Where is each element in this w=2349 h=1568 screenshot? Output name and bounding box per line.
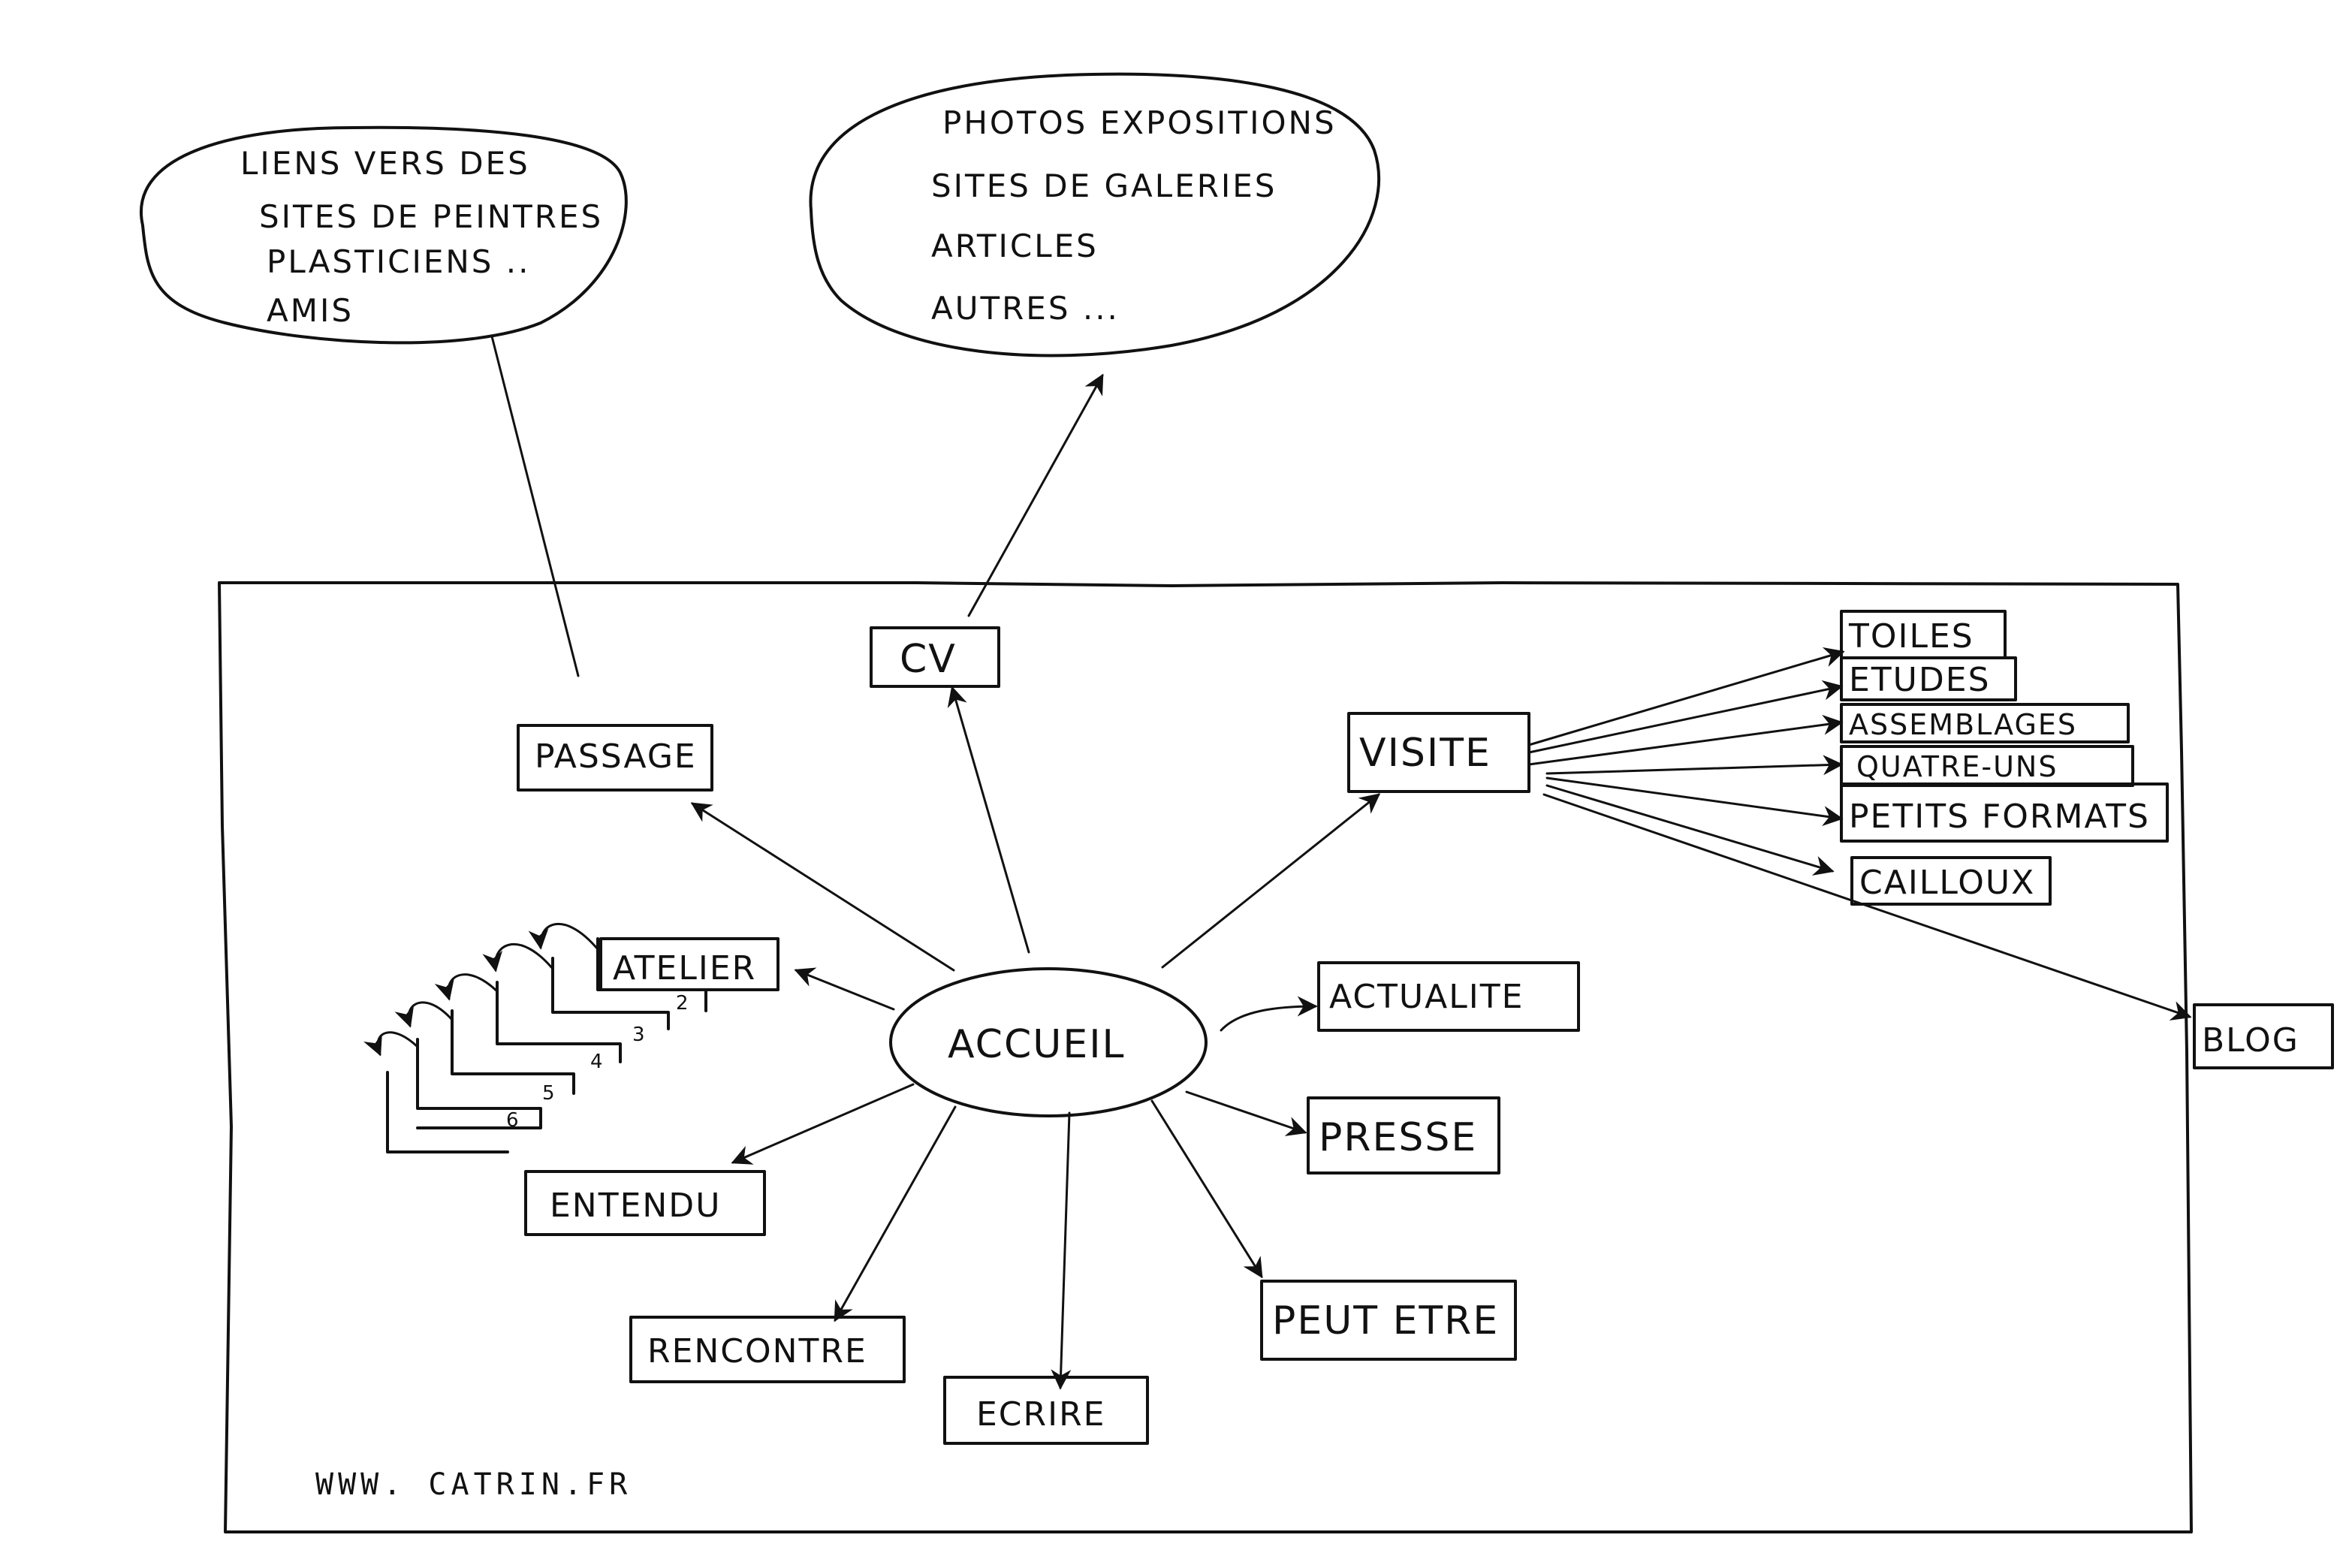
atelier-page-2: 2	[676, 992, 689, 1015]
node-actualite[interactable]: ACTUALITE	[1317, 961, 1580, 1032]
node-presse[interactable]: PRESSE	[1307, 1096, 1500, 1174]
cloud-links-line-3: PLASTICIENS ..	[267, 243, 531, 280]
node-peut-etre[interactable]: PEUT ETRE	[1260, 1280, 1517, 1361]
node-actualite-label: ACTUALITE	[1329, 978, 1524, 1016]
node-accueil-label: ACCUEIL	[948, 1022, 1126, 1067]
node-atelier[interactable]: ATELIER 2 3 4 5 6	[363, 923, 779, 1153]
node-cv[interactable]: CV	[870, 626, 1000, 688]
visite-connectors	[1527, 647, 2192, 1021]
atelier-page-5: 5	[542, 1082, 555, 1105]
node-cailloux[interactable]: CAILLOUX	[1850, 856, 2052, 906]
node-petits-formats-label: PETITS FORMATS	[1849, 798, 2150, 836]
node-passage-label: PASSAGE	[535, 737, 697, 776]
node-ecrire[interactable]: ECRIRE	[943, 1376, 1149, 1445]
node-quatre-uns[interactable]: QUATRE-UNS	[1840, 745, 2134, 787]
node-entendu[interactable]: ENTENDU	[524, 1170, 766, 1236]
node-presse-label: PRESSE	[1319, 1115, 1477, 1160]
cloud-cv-line-2: SITES DE GALERIES	[931, 167, 1277, 204]
atelier-page-3: 3	[632, 1024, 645, 1046]
site-url: WWW. CATRIN.FR	[315, 1467, 632, 1502]
node-assemblages-label: ASSEMBLAGES	[1849, 708, 2077, 741]
node-etudes[interactable]: ETUDES	[1840, 656, 2017, 701]
cloud-links-line-1: LIENS VERS DES	[240, 145, 530, 182]
node-toiles[interactable]: TOILES	[1840, 610, 2007, 659]
node-toiles-label: TOILES	[1848, 617, 1974, 656]
node-atelier-label: ATELIER	[613, 949, 756, 988]
node-entendu-label: ENTENDU	[550, 1187, 721, 1225]
cloud-links-line-2: SITES DE PEINTRES	[259, 198, 603, 235]
node-visite-label: VISITE	[1359, 731, 1491, 776]
node-assemblages[interactable]: ASSEMBLAGES	[1840, 703, 2130, 743]
cloud-cv-line-1: PHOTOS EXPOSITIONS	[942, 104, 1337, 141]
node-blog[interactable]: BLOG	[2193, 1003, 2334, 1069]
node-cailloux-label: CAILLOUX	[1859, 864, 2035, 902]
atelier-page-6: 6	[506, 1109, 519, 1132]
node-accueil[interactable]: ACCUEIL	[889, 967, 1208, 1117]
cloud-links: LIENS VERS DES SITES DE PEINTRES PLASTIC…	[140, 125, 628, 345]
node-cv-label: CV	[900, 637, 957, 682]
connector-passage-cloud	[490, 335, 580, 677]
connector-cv-cloud	[967, 373, 1104, 617]
node-rencontre-label: RENCONTRE	[647, 1332, 867, 1370]
node-petits-formats[interactable]: PETITS FORMATS	[1840, 782, 2169, 843]
node-rencontre[interactable]: RENCONTRE	[629, 1316, 906, 1383]
node-peut-etre-label: PEUT ETRE	[1272, 1298, 1499, 1343]
node-visite[interactable]: VISITE	[1347, 712, 1530, 793]
visite-subnodes: TOILES ETUDES ASSEMBLAGES QUATRE-UNS PET…	[1840, 610, 2169, 906]
cloud-cv-line-3: ARTICLES	[931, 228, 1099, 264]
node-quatre-uns-label: QUATRE-UNS	[1856, 750, 2058, 783]
node-ecrire-label: ECRIRE	[976, 1395, 1105, 1434]
cloud-cv-line-4: AUTRES ...	[931, 290, 1120, 327]
accueil-connectors	[690, 686, 1381, 1390]
cloud-links-line-4: AMIS	[267, 292, 354, 329]
atelier-page-4: 4	[590, 1051, 603, 1073]
node-etudes-label: ETUDES	[1849, 661, 1991, 699]
site-frame	[218, 581, 2193, 1533]
node-blog-label: BLOG	[2202, 1021, 2299, 1060]
cloud-cv: PHOTOS EXPOSITIONS SITES DE GALERIES ART…	[809, 72, 1381, 357]
node-passage[interactable]: PASSAGE	[517, 724, 713, 792]
